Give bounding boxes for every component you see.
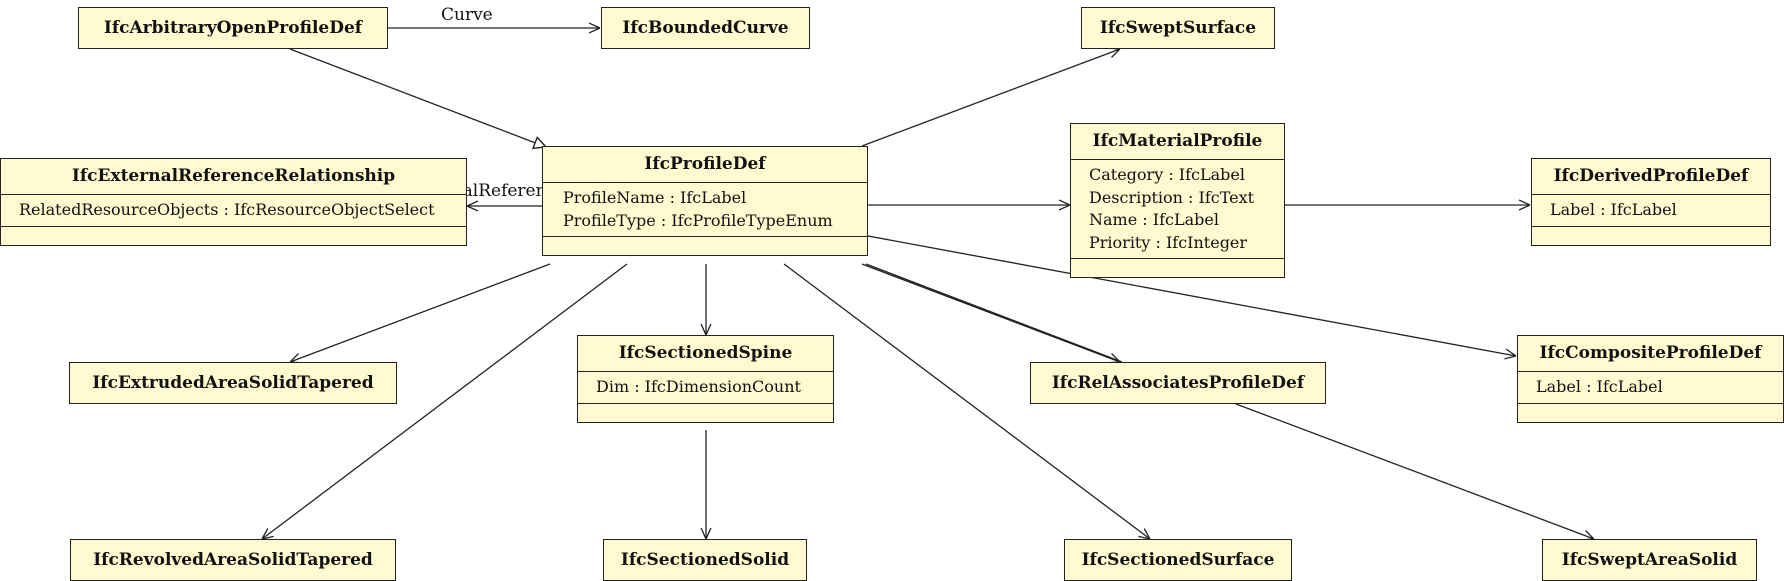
operations-compartment: [1, 227, 466, 245]
class-name: IfcArbitraryOpenProfileDef: [103, 18, 363, 38]
class-name: IfcExternalReferenceRelationship: [1, 159, 466, 195]
class-ifc-sectioned-surface: IfcSectionedSurface: [1064, 539, 1292, 581]
class-ifc-swept-area-solid: IfcSweptAreaSolid: [1542, 539, 1757, 581]
class-name: IfcMaterialProfile: [1071, 124, 1284, 160]
class-name: IfcBoundedCurve: [622, 18, 789, 38]
class-ifc-bounded-curve: IfcBoundedCurve: [601, 7, 810, 49]
class-ifc-composite-profile-def: IfcCompositeProfileDef Label : IfcLabel: [1517, 335, 1784, 423]
attribute: Description : IfcText: [1089, 187, 1255, 207]
attribute: ProfileName : IfcLabel: [563, 188, 747, 207]
class-name: IfcRelAssociatesProfileDef: [1051, 373, 1305, 393]
class-ifc-external-reference-relationship: IfcExternalReferenceRelationship Related…: [0, 158, 467, 246]
class-name: IfcRevolvedAreaSolidTapered: [93, 550, 373, 570]
operations-compartment: [543, 237, 867, 255]
class-name: IfcCompositeProfileDef: [1518, 336, 1783, 372]
operations-compartment: [1532, 227, 1770, 245]
attribute: Priority : IfcInteger: [1089, 232, 1248, 252]
class-ifc-extruded-area-solid-tapered: IfcExtrudedAreaSolidTapered: [69, 362, 397, 404]
attribute: Label : IfcLabel: [1550, 200, 1677, 219]
class-name: IfcSweptAreaSolid: [1561, 550, 1738, 570]
attribute: Category : IfcLabel: [1089, 165, 1245, 184]
profile-def-to-rel-associates-profile-def-a: [861, 263, 1120, 362]
class-ifc-profile-def: IfcProfileDef ProfileName : IfcLabel Pro…: [542, 146, 868, 256]
attribute: ProfileType : IfcProfileTypeEnum: [563, 210, 833, 230]
rel-associates-to-swept-area-solid: [1235, 403, 1594, 539]
profile-def-to-extruded-area-solid-tapered: [290, 263, 551, 362]
curve-edge-label: Curve: [441, 5, 493, 25]
attribute: Dim : IfcDimensionCount: [596, 377, 801, 396]
attributes-compartment: Label : IfcLabel: [1518, 372, 1783, 404]
class-ifc-sectioned-spine: IfcSectionedSpine Dim : IfcDimensionCoun…: [577, 335, 834, 423]
profile-def-to-revolved-area-solid-tapered: [262, 263, 628, 539]
class-ifc-sectioned-solid: IfcSectionedSolid: [603, 539, 807, 581]
operations-compartment: [1518, 404, 1783, 422]
class-ifc-rel-associates-profile-def: IfcRelAssociatesProfileDef: [1030, 362, 1326, 404]
class-name: IfcDerivedProfileDef: [1532, 159, 1770, 195]
class-name: IfcSectionedSolid: [620, 550, 790, 570]
class-ifc-swept-surface: IfcSweptSurface: [1081, 7, 1275, 49]
profile-def-to-sectioned-surface: [783, 263, 1150, 539]
class-name: IfcExtrudedAreaSolidTapered: [92, 373, 374, 393]
class-name: IfcSectionedSurface: [1081, 550, 1275, 570]
attributes-compartment: RelatedResourceObjects : IfcResourceObje…: [1, 195, 466, 227]
attributes-compartment: Category : IfcLabel Description : IfcTex…: [1071, 160, 1284, 259]
class-name: IfcProfileDef: [543, 147, 867, 183]
profile-def-to-rel-associates-profile-def-b: [865, 263, 1123, 363]
operations-compartment: [578, 404, 833, 422]
profile-def-to-swept-surface: [861, 49, 1120, 147]
attribute: Label : IfcLabel: [1536, 377, 1663, 396]
profile-def-to-composite-profile-def: [867, 235, 1516, 356]
attribute: RelatedResourceObjects : IfcResourceObje…: [19, 200, 435, 219]
attributes-compartment: Label : IfcLabel: [1532, 195, 1770, 227]
operations-compartment: [1071, 259, 1284, 277]
generalization-arbitrary-open-to-profile-def: [289, 48, 546, 147]
class-ifc-arbitrary-open-profile-def: IfcArbitraryOpenProfileDef: [78, 7, 388, 49]
attribute: Name : IfcLabel: [1089, 210, 1219, 229]
class-name: IfcSweptSurface: [1099, 18, 1257, 38]
attributes-compartment: ProfileName : IfcLabel ProfileType : Ifc…: [543, 183, 867, 237]
attributes-compartment: Dim : IfcDimensionCount: [578, 372, 833, 404]
class-name: IfcSectionedSpine: [578, 336, 833, 372]
class-ifc-derived-profile-def: IfcDerivedProfileDef Label : IfcLabel: [1531, 158, 1771, 246]
class-ifc-revolved-area-solid-tapered: IfcRevolvedAreaSolidTapered: [70, 539, 396, 581]
class-ifc-material-profile: IfcMaterialProfile Category : IfcLabel D…: [1070, 123, 1285, 278]
